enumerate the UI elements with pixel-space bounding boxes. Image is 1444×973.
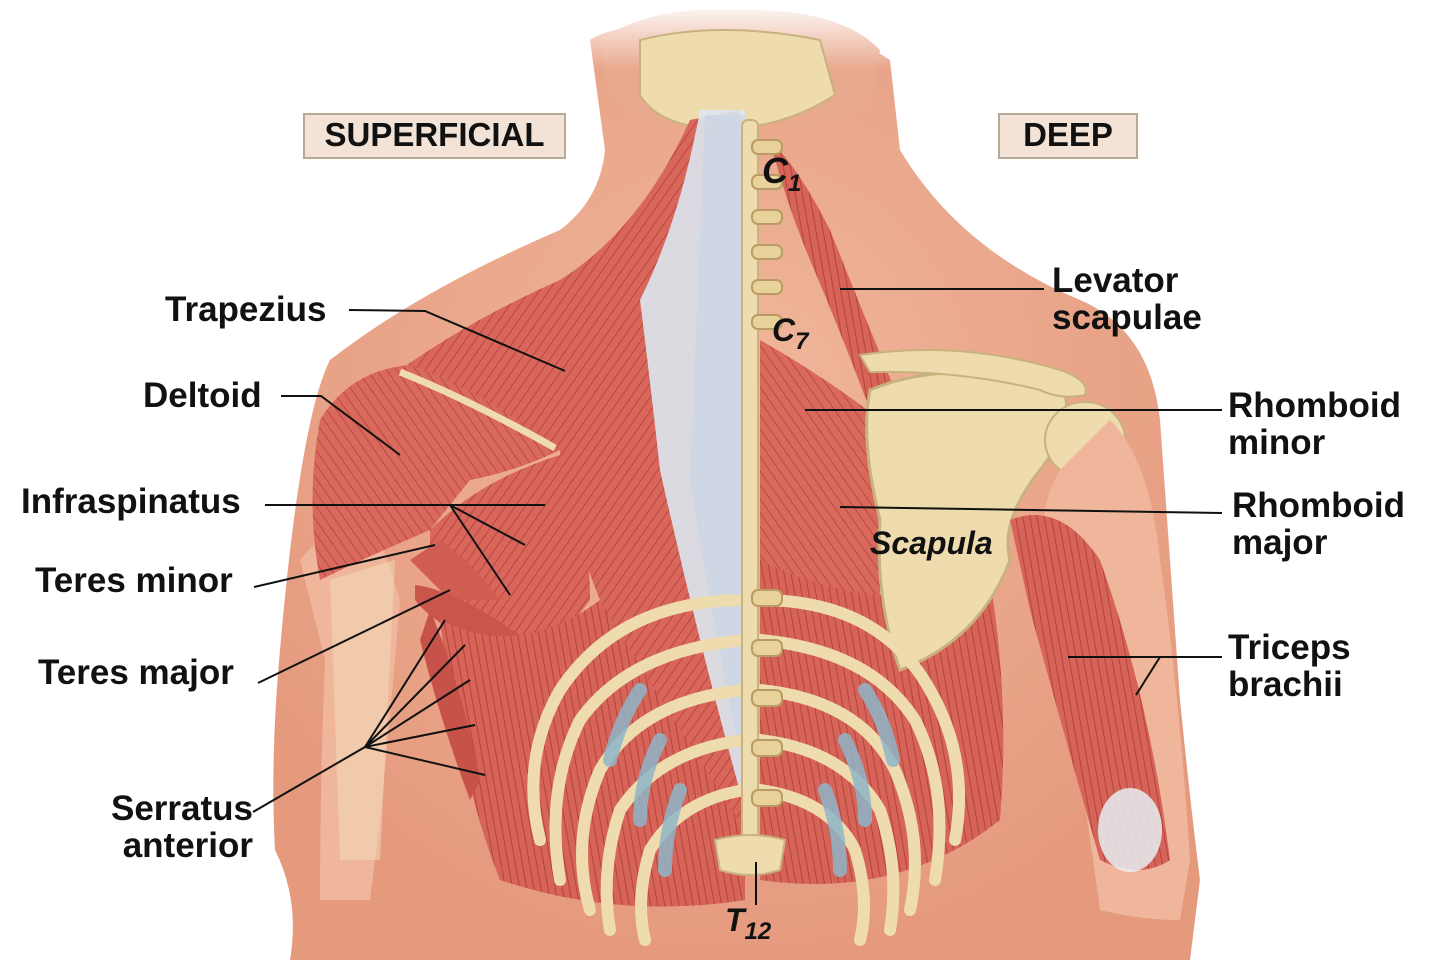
label-serratus-line1: Serratus [110, 789, 253, 828]
label-rhomboid-minor-line2: minor [1228, 423, 1326, 462]
scapula-label: Scapula [870, 525, 993, 561]
triceps-muscle [1010, 515, 1170, 870]
skull-base [639, 29, 837, 130]
c7-vertebra-label: C7 [772, 312, 808, 356]
label-levator-line2: scapulae [1052, 298, 1202, 337]
teres-minor-muscle [410, 540, 500, 600]
vertebral-column [713, 119, 787, 876]
infraspinatus-muscle [430, 455, 590, 650]
leader-lines [252, 288, 1223, 905]
t12-vertebra-label: T12 [725, 902, 771, 946]
label-levator-scapulae: Levator scapulae [1052, 262, 1202, 336]
levator-scapulae-muscle [770, 140, 895, 410]
superficial-panel-label: SUPERFICIAL [303, 113, 566, 159]
label-serratus-line2: anterior [122, 826, 253, 865]
label-rhomboid-minor: Rhomboid minor [1228, 387, 1401, 461]
label-rhomboid-minor-line1: Rhomboid [1228, 386, 1402, 425]
label-teres-minor: Teres minor [35, 561, 233, 600]
c7-letter: C [772, 312, 796, 348]
t12-subscript: 12 [744, 918, 772, 945]
c1-vertebra-label: C1 [762, 150, 801, 198]
label-teres-major: Teres major [38, 653, 234, 692]
rib-cage [527, 594, 966, 946]
label-serratus-anterior: Serratus anterior [98, 790, 253, 864]
label-triceps-line1: Triceps [1228, 628, 1351, 667]
c7-subscript: 7 [795, 328, 809, 355]
deep-panel-label: DEEP [998, 113, 1138, 159]
label-rhomboid-major-line1: Rhomboid [1232, 486, 1406, 525]
c1-subscript: 1 [788, 170, 802, 197]
c1-letter: C [762, 150, 788, 191]
label-deltoid: Deltoid [143, 376, 262, 415]
label-trapezius: Trapezius [165, 290, 327, 329]
label-levator-line1: Levator [1052, 261, 1179, 300]
label-triceps-brachii: Triceps brachii [1228, 629, 1351, 703]
serratus-anterior-muscle [420, 610, 480, 800]
label-rhomboid-major: Rhomboid major [1232, 487, 1405, 561]
label-rhomboid-major-line2: major [1232, 523, 1328, 562]
t12-letter: T [725, 902, 745, 938]
label-infraspinatus: Infraspinatus [21, 482, 241, 521]
label-triceps-line2: brachii [1228, 665, 1343, 704]
